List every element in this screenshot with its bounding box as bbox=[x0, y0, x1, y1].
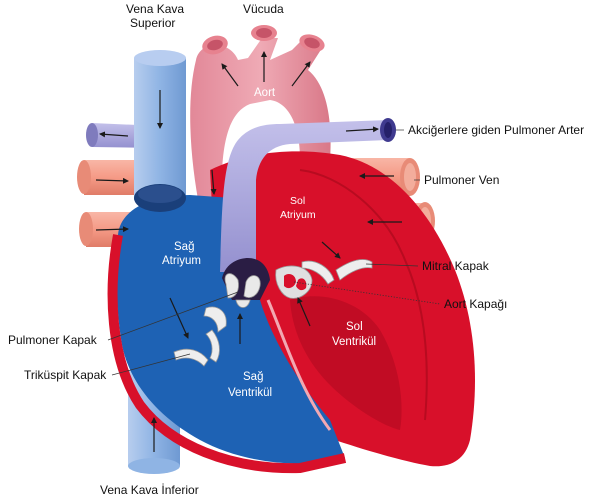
label-sol-ventrikul-2: Ventrikül bbox=[332, 336, 376, 348]
label-sol-atriyum-1: Sol bbox=[290, 195, 305, 207]
label-aort: Aort bbox=[254, 87, 276, 99]
label-pulmoner-kapak: Pulmoner Kapak bbox=[8, 333, 98, 347]
label-sag-ventrikul-1: Sağ bbox=[243, 371, 263, 383]
label-pulmoner-ven: Pulmoner Ven bbox=[424, 173, 499, 187]
label-sol-ventrikul-1: Sol bbox=[346, 321, 363, 333]
label-trikuspit-kapak: Triküspit Kapak bbox=[24, 368, 107, 382]
label-sag-ventrikul-2: Ventrikül bbox=[228, 387, 272, 399]
label-akcigerlere-pulmoner-arter: Akciğerlere giden Pulmoner Arter bbox=[408, 123, 584, 137]
label-vena-kava-superior-2: Superior bbox=[130, 16, 175, 30]
label-aort-kapagi: Aort Kapağı bbox=[444, 297, 507, 311]
label-vena-kava-inferior: Vena Kava İnferior bbox=[100, 483, 199, 497]
label-sag-atriyum-2: Atriyum bbox=[162, 255, 201, 267]
label-vena-kava-superior-1: Vena Kava bbox=[126, 2, 184, 16]
label-mitral-kapak: Mitral Kapak bbox=[422, 259, 490, 273]
label-sol-atriyum-2: Atriyum bbox=[280, 209, 316, 221]
label-vucuda: Vücuda bbox=[243, 2, 284, 16]
label-sag-atriyum-1: Sağ bbox=[174, 241, 194, 253]
